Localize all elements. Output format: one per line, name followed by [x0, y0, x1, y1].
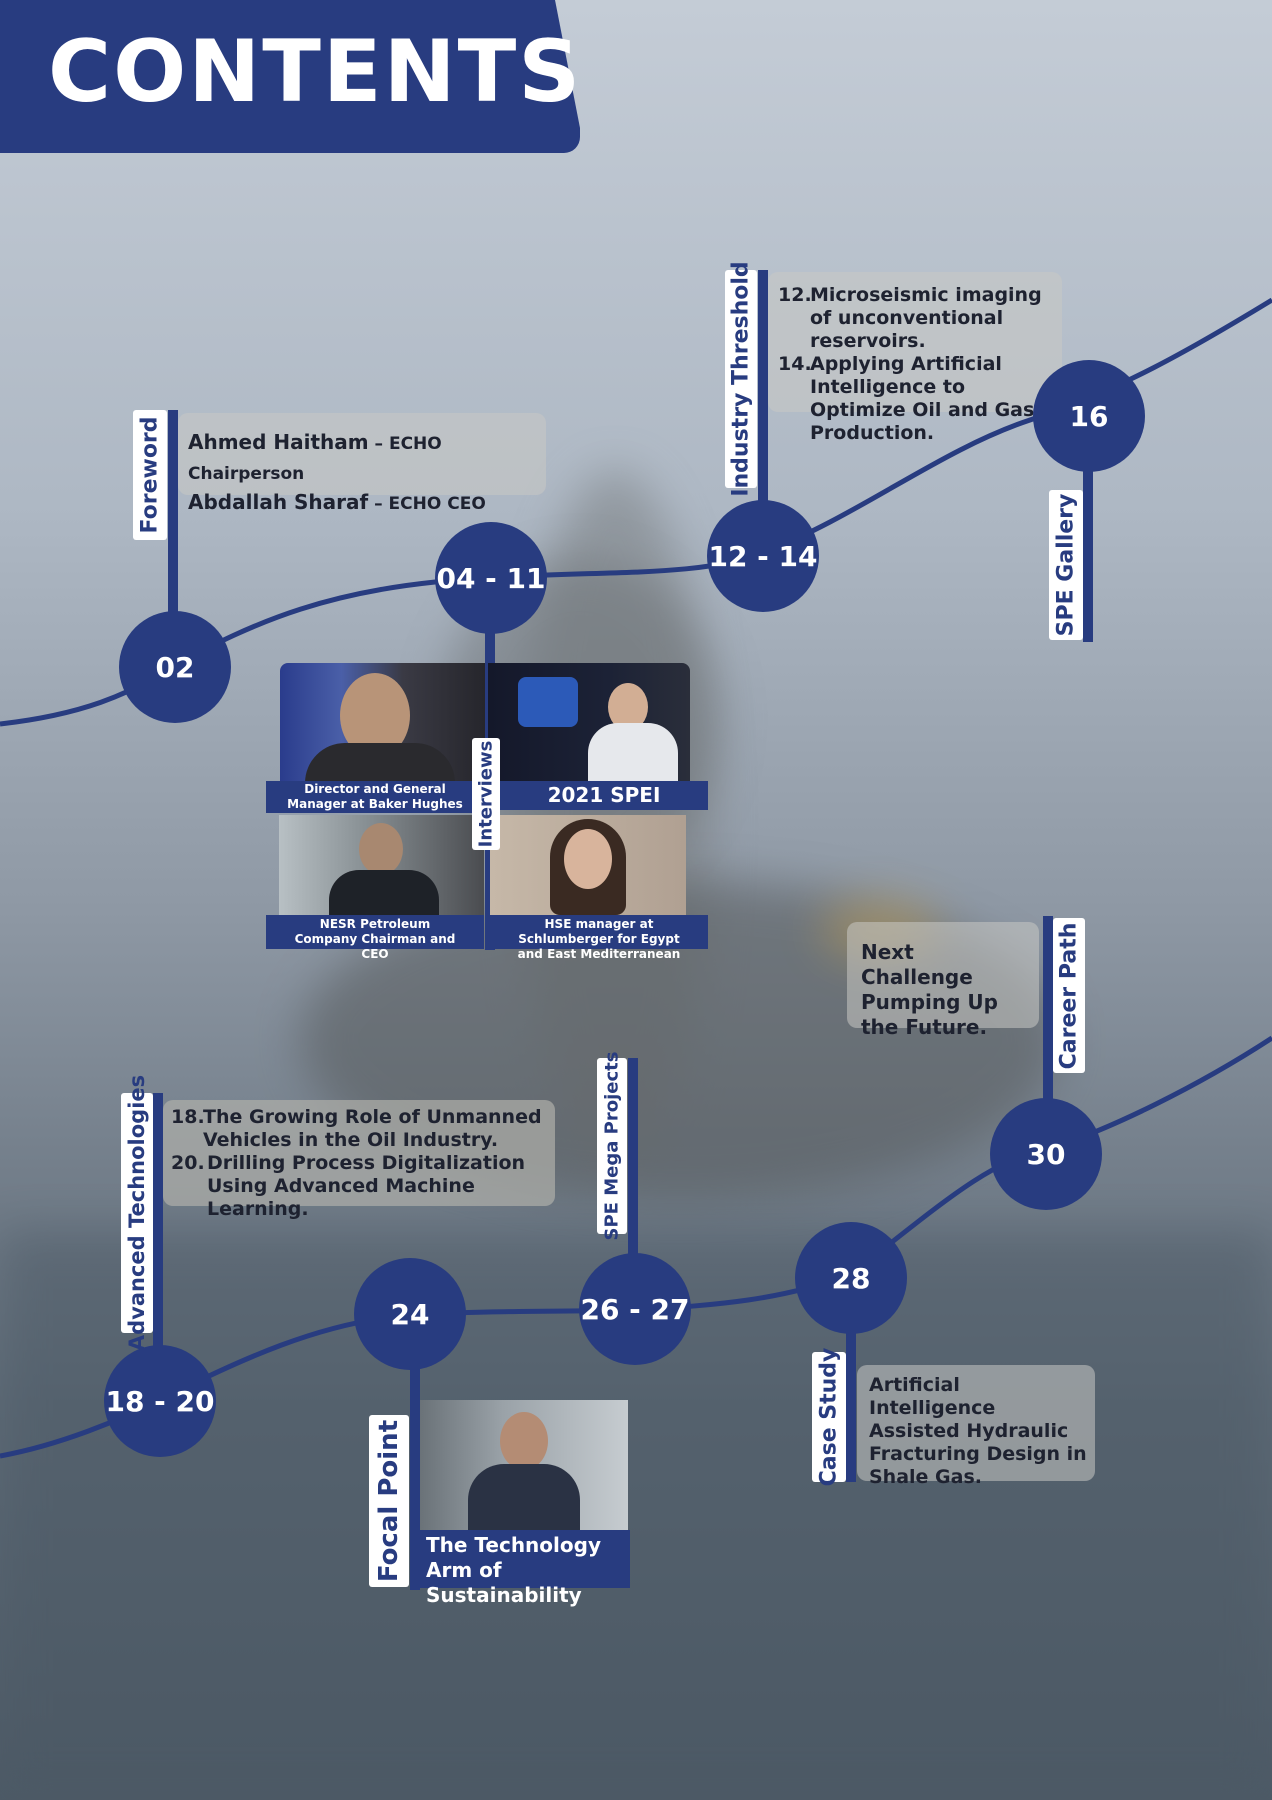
- interview-caption-2: 2021 SPEI President: [500, 781, 708, 836]
- foreword-line-2: Abdallah Sharaf – ECHO CEO: [188, 488, 534, 518]
- spe-mega-projects-label[interactable]: SPE Mega Projects: [597, 1052, 627, 1240]
- spe-mega-projects-stem: [628, 1058, 638, 1298]
- industry-item-12-num: 12.: [778, 284, 812, 306]
- interview-caption-4: HSE manager at Schlumberger for Egypt an…: [490, 915, 708, 961]
- advtech-item-18-num: 18.: [171, 1106, 205, 1128]
- interview-caption-3: NESR Petroleum Company Chairman and CEO: [266, 915, 484, 961]
- page-node-18-20[interactable]: 18 - 20: [104, 1345, 216, 1457]
- foreword-role-2: – ECHO CEO: [368, 494, 486, 514]
- industry-item-14: 14. Applying Artificial Intelligence to …: [778, 353, 1054, 445]
- case-study-textbox: Artificial Intelligence Assisted Hydraul…: [857, 1365, 1095, 1488]
- industry-threshold-label[interactable]: Industry Threshold: [725, 261, 757, 497]
- foreword-name-1: Ahmed Haitham: [188, 430, 369, 454]
- contents-header: [0, 0, 580, 153]
- person-face: [500, 1412, 548, 1470]
- foreword-label[interactable]: Foreword: [133, 410, 167, 540]
- spe-gallery-label[interactable]: SPE Gallery: [1049, 490, 1083, 640]
- interview-photo-1: [280, 663, 485, 785]
- interviews-label-text: Interviews: [475, 740, 497, 848]
- focal-point-caption: The Technology Arm of Sustainability: [420, 1530, 630, 1607]
- page-node-16[interactable]: 16: [1033, 360, 1145, 472]
- advtech-item-20-text: Drilling Process Digitalization Using Ad…: [207, 1152, 526, 1220]
- industry-item-14-num: 14.: [778, 353, 812, 375]
- person-suit: [468, 1464, 580, 1530]
- spe-logo-screen: [518, 677, 578, 727]
- person-shirt: [588, 723, 678, 785]
- foreword-line-1: Ahmed Haitham – ECHO Chairperson: [188, 428, 534, 488]
- case-study-label-text: Case Study: [816, 1347, 842, 1487]
- person-silhouette: [359, 823, 403, 875]
- advanced-technologies-label[interactable]: Advanced Technologies: [121, 1075, 153, 1351]
- industry-threshold-label-text: Industry Threshold: [728, 261, 754, 497]
- page-title: CONTENTS: [48, 22, 583, 122]
- person-suit: [305, 743, 455, 785]
- foreword-name-2: Abdallah Sharaf: [188, 490, 369, 514]
- foreword-stem: [168, 410, 178, 620]
- case-study-stem: [846, 1290, 856, 1482]
- page-node-30[interactable]: 30: [990, 1098, 1102, 1210]
- foreword-textbox: Ahmed Haitham – ECHO Chairperson Abdalla…: [178, 413, 546, 514]
- case-study-label[interactable]: Case Study: [812, 1348, 846, 1486]
- interviews-label[interactable]: Interviews: [472, 738, 500, 850]
- interview-photo-4: [490, 815, 686, 915]
- page-node-26-27[interactable]: 26 - 27: [579, 1253, 691, 1365]
- advtech-item-18: 18. The Growing Role of Unmanned Vehicle…: [171, 1106, 549, 1152]
- interview-caption-1: Director and General Manager at Baker Hu…: [266, 781, 484, 813]
- industry-threshold-stem: [758, 270, 768, 530]
- interview-photo-3: [279, 815, 484, 915]
- focal-point-photo: [420, 1400, 628, 1530]
- spe-mega-projects-label-text: SPE Mega Projects: [601, 1051, 623, 1241]
- advtech-item-18-text: The Growing Role of Unmanned Vehicles in…: [203, 1106, 542, 1151]
- advanced-technologies-stem: [153, 1093, 163, 1393]
- career-path-label[interactable]: Career Path: [1053, 918, 1085, 1073]
- interview-photo-2: [488, 663, 690, 785]
- person-face: [564, 829, 612, 889]
- page-node-02[interactable]: 02: [119, 611, 231, 723]
- career-path-textbox: Next Challenge Pumping Up the Future.: [847, 922, 1039, 1039]
- career-path-stem: [1043, 916, 1053, 1106]
- spe-gallery-label-text: SPE Gallery: [1053, 493, 1079, 637]
- spe-gallery-stem: [1083, 420, 1093, 642]
- page-node-12-14[interactable]: 12 - 14: [707, 500, 819, 612]
- industry-threshold-textbox: 12. Microseismic imaging of unconvention…: [768, 272, 1062, 444]
- advanced-technologies-label-text: Advanced Technologies: [125, 1074, 149, 1352]
- foreword-label-text: Foreword: [137, 416, 163, 534]
- page-node-28[interactable]: 28: [795, 1222, 907, 1334]
- page-node-04-11[interactable]: 04 - 11: [435, 522, 547, 634]
- industry-item-12: 12. Microseismic imaging of unconvention…: [778, 284, 1054, 353]
- focal-point-label-text: Focal Point: [374, 1419, 404, 1583]
- advanced-technologies-textbox: 18. The Growing Role of Unmanned Vehicle…: [163, 1100, 555, 1220]
- focal-point-stem: [410, 1340, 420, 1590]
- focal-point-label[interactable]: Focal Point: [369, 1415, 409, 1587]
- industry-item-12-text: Microseismic imaging of unconventional r…: [810, 284, 1042, 352]
- industry-item-14-text: Applying Artificial Intelligence to Opti…: [810, 353, 1035, 444]
- advtech-item-20: 20. Drilling Process Digitalization Usin…: [171, 1152, 549, 1221]
- advtech-item-20-num: 20.: [171, 1152, 205, 1174]
- career-path-label-text: Career Path: [1056, 922, 1082, 1069]
- foreword-role-1: – ECHO Chairperson: [188, 434, 442, 484]
- person-suit: [329, 870, 439, 915]
- page-node-24[interactable]: 24: [354, 1258, 466, 1370]
